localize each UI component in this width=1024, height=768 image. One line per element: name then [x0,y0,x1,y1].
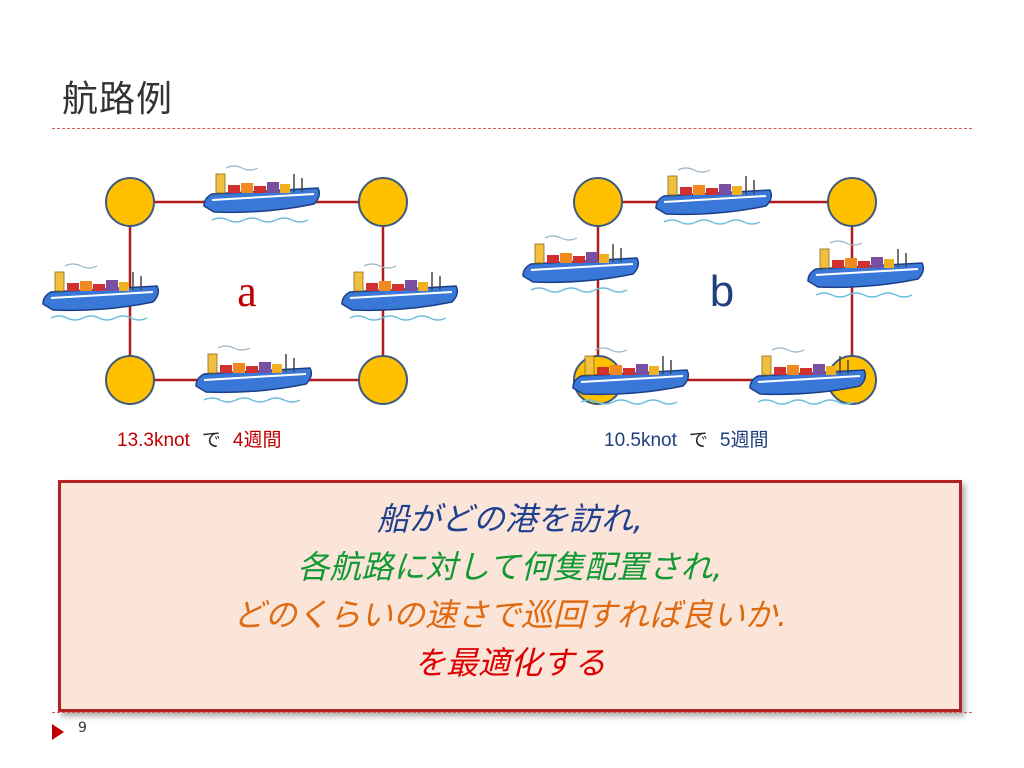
port-a-1 [105,177,155,227]
ship-a-3 [341,263,459,321]
bullet-arrow-icon [52,724,64,740]
port-a-4 [358,355,408,405]
de-b: で [688,430,708,451]
ship-b-3 [807,240,925,298]
speed-a: 13.3knot [117,430,190,451]
callout-line-2: 各航路に対して何隻配置され, [297,548,723,586]
port-b-2 [827,177,877,227]
caption-route-b: 10.5knot で 5週間 [604,425,769,452]
summary-callout: 船がどの港を訪れ, 各航路に対して何隻配置され, どのくらいの速さで巡回すれば良… [58,480,962,712]
callout-line-4: を最適化する [413,644,606,682]
ship-b-2 [522,235,640,293]
port-a-3 [105,355,155,405]
caption-route-a: 13.3knot で 4週間 [117,425,282,452]
route-b [522,167,925,405]
route-a [42,165,459,405]
ship-a-2 [42,263,160,321]
port-a-2 [358,177,408,227]
route-label-b: b [710,267,734,316]
route-diagram: a b [42,165,925,405]
weeks-b: 5週間 [719,430,769,451]
ship-a-1 [203,165,321,223]
slide-title: 航路例 [62,79,174,120]
de-a: で [201,430,221,451]
port-b-1 [573,177,623,227]
speed-b: 10.5knot [604,430,677,451]
callout-line-3: どのくらいの速さで巡回すれば良いか. [232,596,788,634]
callout-line-1: 船がどの港を訪れ, [376,500,644,538]
footer-divider [52,712,972,713]
route-label-a: a [237,267,257,316]
title-divider [52,128,972,129]
weeks-a: 4週間 [232,430,282,451]
ship-b-1 [655,167,773,225]
slide-number: 9 [78,720,87,736]
ship-a-4 [195,345,313,403]
